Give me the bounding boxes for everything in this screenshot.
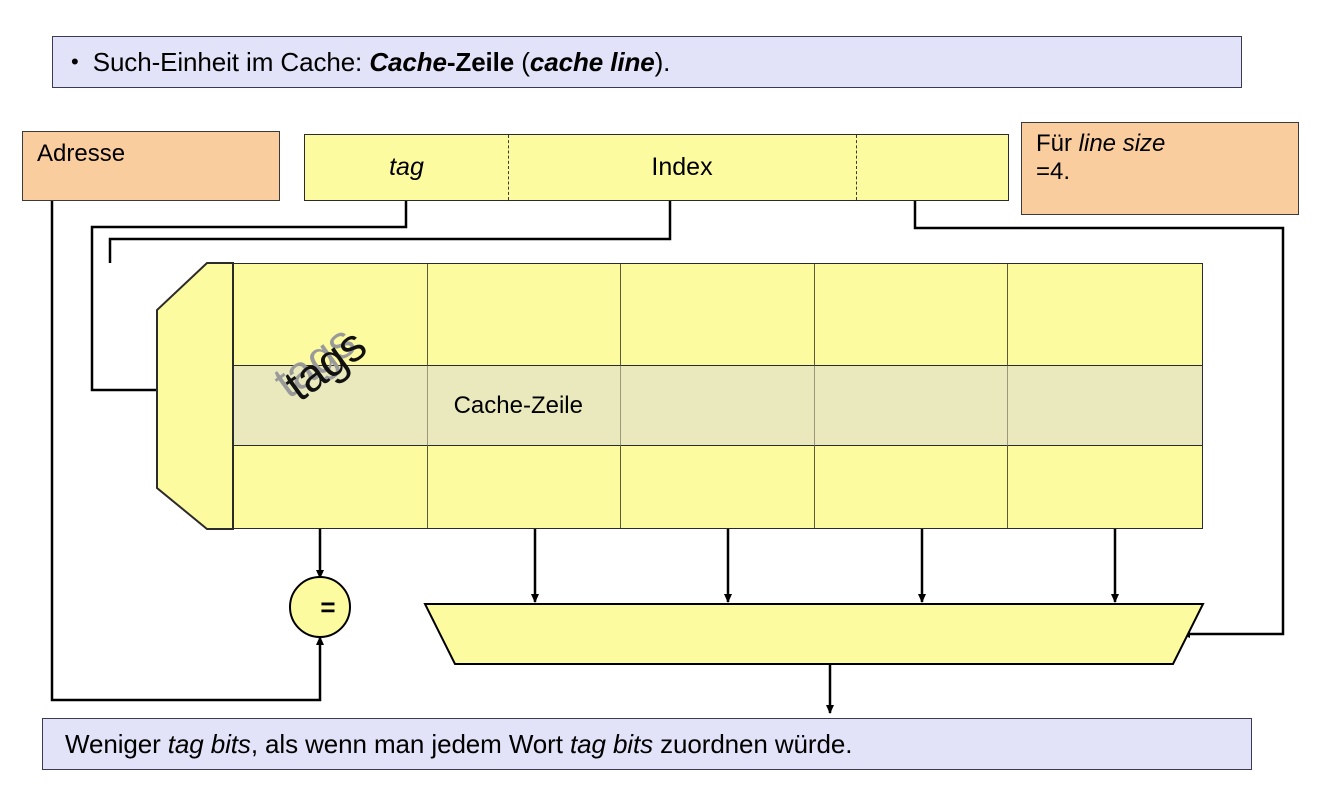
adresse-label: Adresse xyxy=(37,140,126,167)
multiplexer-shape xyxy=(423,603,1205,665)
header-term-zeile: -Zeile xyxy=(446,46,515,77)
cache-cell-highlighted xyxy=(1008,366,1202,446)
cache-cell xyxy=(427,446,622,528)
footer-emphasis-2: tag bits xyxy=(569,728,654,759)
cache-cell-highlighted xyxy=(621,366,815,446)
footer-part2: , als wenn man jedem Wort xyxy=(250,728,570,759)
cache-data-grid: Cache-Zeile xyxy=(233,263,1203,529)
cache-cell xyxy=(814,446,1009,528)
header-text: Such-Einheit im Cache: Cache-Zeile (cach… xyxy=(93,47,671,78)
line-size-note-box: Für line size =4. xyxy=(1021,122,1299,215)
header-term-cache: Cache xyxy=(369,46,447,77)
address-divider-2 xyxy=(856,135,857,200)
tag-array-shape xyxy=(156,262,234,530)
linesize-part2: =4. xyxy=(1036,158,1071,186)
cache-cell xyxy=(1008,446,1202,528)
comparator-circle xyxy=(289,576,351,638)
cache-cell xyxy=(234,264,428,366)
wire-tag-to-tagarray xyxy=(90,201,408,394)
address-field: tag Index xyxy=(304,134,1009,201)
comparator-equals-label: = xyxy=(320,592,336,622)
address-segment-tag: tag xyxy=(389,153,424,181)
footer-callout: Weniger tag bits, als wenn man jedem Wor… xyxy=(42,718,1258,776)
footer-part1: Weniger xyxy=(65,728,168,759)
header-callout: • Such-Einheit im Cache: Cache-Zeile (ca… xyxy=(52,36,1248,94)
header-paren-open: ( xyxy=(514,46,530,77)
cache-cell xyxy=(621,264,815,366)
linesize-part1: Für xyxy=(1036,130,1079,157)
footer-text: Weniger tag bits, als wenn man jedem Wor… xyxy=(65,729,852,760)
cache-cell-highlighted: Cache-Zeile xyxy=(427,366,622,446)
footer-part3: zuordnen würde. xyxy=(653,728,853,759)
address-divider-1 xyxy=(508,135,509,200)
footer-emphasis-1: tag bits xyxy=(167,728,251,759)
cache-line-label: Cache-Zeile xyxy=(453,391,583,419)
cache-cell xyxy=(814,264,1009,366)
wire-offset-to-mux xyxy=(913,201,1285,638)
wire-index-to-grid xyxy=(108,201,672,263)
cache-cell-highlighted xyxy=(814,366,1009,446)
adresse-box: Adresse xyxy=(22,131,280,201)
address-segment-offset xyxy=(856,135,1010,200)
address-segment-index: Index xyxy=(651,153,713,181)
linesize-emphasis: line size xyxy=(1078,130,1166,157)
header-term-cacheline: cache line xyxy=(529,46,655,77)
cache-cell xyxy=(234,446,428,528)
cache-cell-highlighted xyxy=(234,366,428,446)
wire-adresse-to-comparator xyxy=(50,201,324,702)
header-paren-close: ). xyxy=(654,46,671,77)
header-part1: Such-Einheit im Cache: xyxy=(92,46,370,77)
cache-cell xyxy=(1008,264,1202,366)
cache-cell xyxy=(427,264,622,366)
cache-cell xyxy=(621,446,815,528)
bullet-icon: • xyxy=(71,49,79,74)
